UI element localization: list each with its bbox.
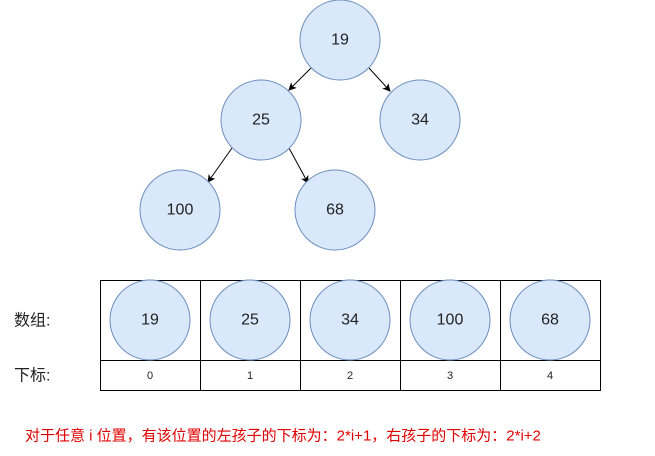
array-cell-0: 19 xyxy=(109,279,191,361)
array-value: 34 xyxy=(341,312,359,329)
array-node-circle xyxy=(209,279,291,361)
array-label: 数组: xyxy=(14,312,50,330)
array-node-circle xyxy=(109,279,191,361)
array-value: 68 xyxy=(541,312,559,329)
node-value: 34 xyxy=(411,112,429,129)
array-node-circle xyxy=(309,279,391,361)
edge-25-68 xyxy=(288,147,309,184)
array-index: 4 xyxy=(547,370,553,382)
array-node-circle xyxy=(509,279,591,361)
node-value: 19 xyxy=(331,32,349,49)
array-index: 0 xyxy=(147,370,153,382)
array-index: 2 xyxy=(347,370,353,382)
index-label: 下标: xyxy=(14,367,50,385)
array-cell-3: 100 xyxy=(409,279,491,361)
array-cell-4: 68 xyxy=(509,279,591,361)
array-cell-1: 25 xyxy=(209,279,291,361)
array-value: 25 xyxy=(241,312,259,329)
index-formula-note: 对于任意 i 位置，有该位置的左孩子的下标为：2*i+1，右孩子的下标为：2*i… xyxy=(25,427,541,445)
array-value: 19 xyxy=(141,312,159,329)
tree-node-left-left: 100 xyxy=(139,169,221,251)
tree-node-left-right: 68 xyxy=(294,169,376,251)
array-index: 3 xyxy=(447,370,453,382)
edge-25-100 xyxy=(207,147,233,183)
tree-node-left: 25 xyxy=(220,79,302,161)
node-value: 25 xyxy=(252,112,270,129)
edge-19-34 xyxy=(368,67,391,92)
tree-edges xyxy=(207,67,391,184)
tree-node-right: 34 xyxy=(379,79,461,161)
edge-19-25 xyxy=(288,67,312,91)
node-value: 100 xyxy=(167,202,194,219)
tree-node-root: 19 xyxy=(299,0,381,81)
node-value: 68 xyxy=(326,202,344,219)
array-value: 100 xyxy=(437,312,464,329)
array-node-circle xyxy=(409,279,491,361)
array-index: 1 xyxy=(247,370,253,382)
array-cell-2: 34 xyxy=(309,279,391,361)
